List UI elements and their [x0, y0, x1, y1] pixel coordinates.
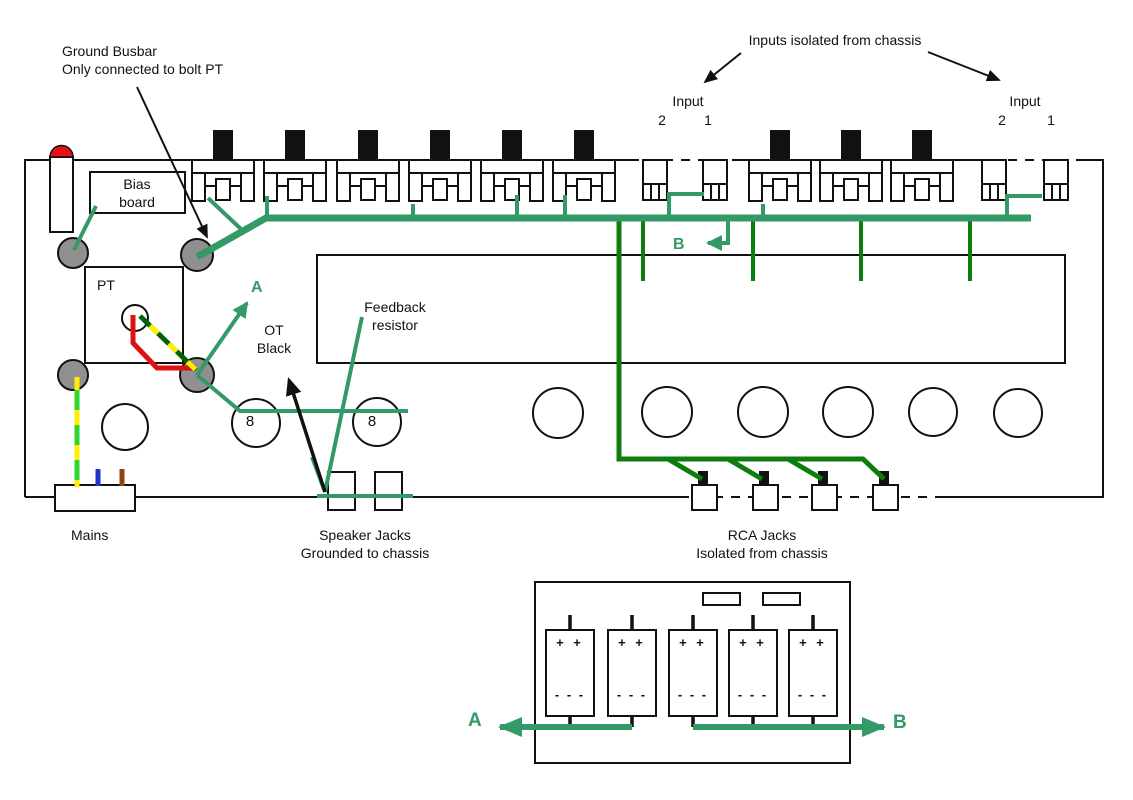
colored-wires	[74, 314, 198, 487]
cap4-negative: - - -	[737, 687, 769, 702]
speaker-jacks	[327, 471, 403, 511]
cap1-negative: - - -	[554, 687, 586, 702]
point-b-chassis-label: B	[673, 236, 685, 253]
mains-connector	[54, 484, 136, 512]
input-left-title: Input	[672, 93, 704, 109]
cap4-positive: + +	[739, 635, 767, 650]
tube-sockets	[101, 386, 1043, 451]
pt-label: PT	[97, 277, 115, 293]
input-left-jack2: 2	[658, 112, 666, 128]
ot-black-note: OT Black	[256, 322, 292, 356]
pt-earth-wire	[138, 314, 198, 372]
annotation-arrows	[136, 51, 1001, 493]
inputs-left-pointer	[703, 52, 742, 84]
point-b-bottom-label: B	[893, 712, 907, 733]
cap3-negative: - - -	[677, 687, 709, 702]
bias-board	[89, 171, 186, 214]
cap2-positive: + +	[618, 635, 646, 650]
cap1-positive: + +	[556, 635, 584, 650]
ot-black-pointer	[285, 377, 327, 493]
ground-busbar-pointer	[136, 86, 208, 239]
signal-ground-wires	[616, 219, 972, 482]
cap2-negative: - - -	[616, 687, 648, 702]
ground-busbar-note: Ground Busbar Only connected to bolt PT	[62, 43, 224, 77]
circuit-board	[316, 254, 1066, 364]
impedance-8-left: 8	[245, 413, 255, 430]
cap3-positive: + +	[679, 635, 707, 650]
input-right-jack2: 2	[998, 112, 1006, 128]
point-a-arrow	[195, 301, 249, 377]
pt-red-wire	[130, 315, 196, 371]
input-right-title: Input	[1009, 93, 1041, 109]
rca-jacks-note: RCA Jacks Isolated from chassis	[696, 527, 828, 561]
input-left-jack1: 1	[704, 112, 712, 128]
speaker-jacks-note: Speaker Jacks Grounded to chassis	[300, 527, 430, 561]
cap5-positive: + +	[799, 635, 827, 650]
rca-jacks	[691, 470, 899, 511]
point-a-chassis-label: A	[251, 279, 263, 296]
pilot-lamp	[49, 144, 74, 233]
cap5-negative: - - -	[797, 687, 829, 702]
impedance-8-right: 8	[367, 413, 377, 430]
inputs-right-pointer	[927, 51, 1001, 82]
point-a-bottom-label: A	[468, 710, 482, 731]
potentiometers	[191, 129, 954, 202]
capacitor-board	[498, 581, 886, 764]
feedback-resistor-note: Feedback resistor	[364, 299, 426, 333]
inputs-isolated-note: Inputs isolated from chassis	[748, 32, 922, 48]
mains-label: Mains	[71, 527, 109, 543]
point-b-arrow	[706, 218, 730, 251]
input-right-jack1: 1	[1047, 112, 1055, 128]
bias-board-label: Bias board	[119, 176, 155, 210]
